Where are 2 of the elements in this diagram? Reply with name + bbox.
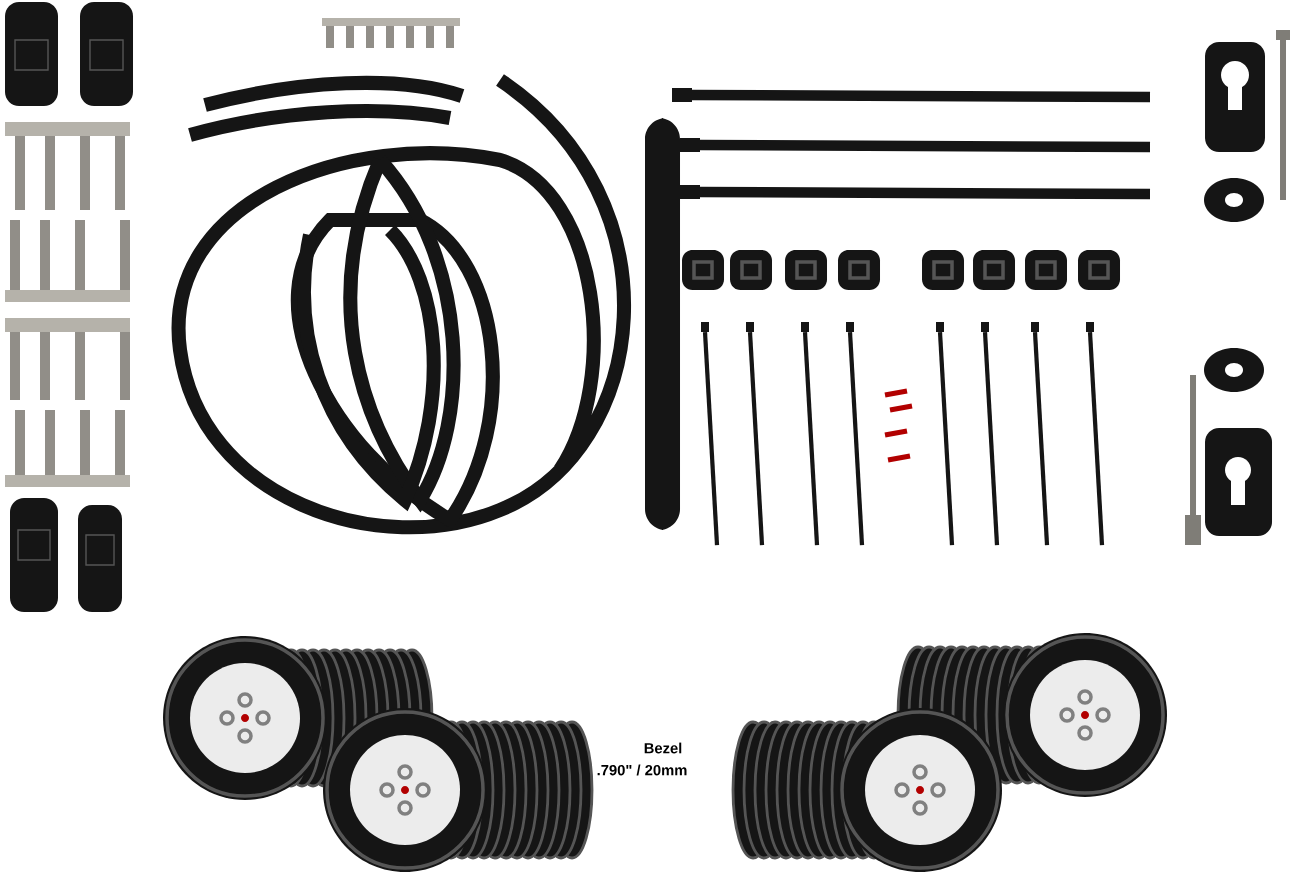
size-text: .790" / 20mm bbox=[597, 764, 687, 776]
label-text: Bezel bbox=[644, 742, 682, 754]
